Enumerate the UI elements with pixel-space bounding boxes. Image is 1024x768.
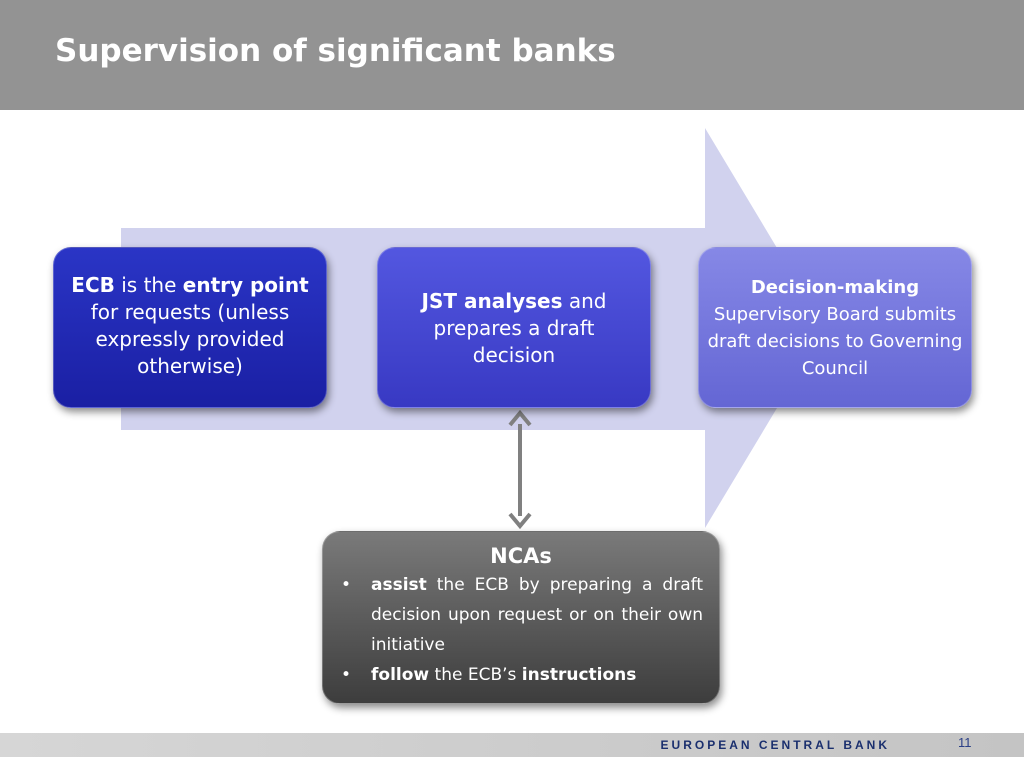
- step3-text: Supervisory Board submits draft decision…: [707, 304, 963, 379]
- step3-heading: Decision-making: [750, 277, 920, 298]
- step1-ecb: ECB: [71, 273, 115, 297]
- step1-entry-point: entry point: [182, 273, 309, 297]
- ncas-follow-text: the ECB’s: [429, 665, 522, 685]
- step-jst-analyses: JST analyses and prepares a draft decisi…: [377, 247, 651, 408]
- ncas-instructions-bold: instructions: [521, 665, 637, 685]
- connector-arrow-up-icon: [508, 409, 532, 427]
- ncas-title: NCAs: [490, 544, 552, 568]
- slide-title: Supervision of significant banks: [55, 33, 616, 69]
- ncas-assist-text: the ECB by preparing a draft decision up…: [371, 575, 703, 655]
- footer-org-name: EUROPEAN CENTRAL BANK: [660, 738, 890, 752]
- bullet-icon: •: [341, 665, 352, 685]
- bullet-icon: •: [341, 575, 352, 595]
- footer-bar: EUROPEAN CENTRAL BANK: [0, 733, 1024, 757]
- step1-is-the: is the: [114, 273, 183, 297]
- header-bar: Supervision of significant banks: [0, 0, 1024, 110]
- step2-rest: and prepares a draft decision: [433, 289, 607, 367]
- ncas-bullet-assist: • assist the ECB by preparing a draft dec…: [339, 570, 703, 660]
- step-decision-making: Decision-making Supervisory Board submit…: [698, 247, 972, 408]
- ncas-assist-bold: assist: [371, 575, 427, 595]
- step2-jst-analyses: JST analyses: [421, 289, 563, 313]
- page-number: 11: [958, 735, 972, 750]
- connector-arrow-down-icon: [508, 512, 532, 530]
- ncas-list: • assist the ECB by preparing a draft dec…: [339, 570, 703, 690]
- step1-rest: for requests (unless expressly provided …: [90, 300, 290, 378]
- ncas-box: NCAs • assist the ECB by preparing a draf…: [322, 531, 720, 704]
- ncas-follow-bold: follow: [371, 665, 430, 685]
- step-ecb-entry-point: ECB is the entry point for requests (unl…: [53, 247, 327, 408]
- ncas-bullet-follow: • follow the ECB’s instructions: [339, 660, 703, 690]
